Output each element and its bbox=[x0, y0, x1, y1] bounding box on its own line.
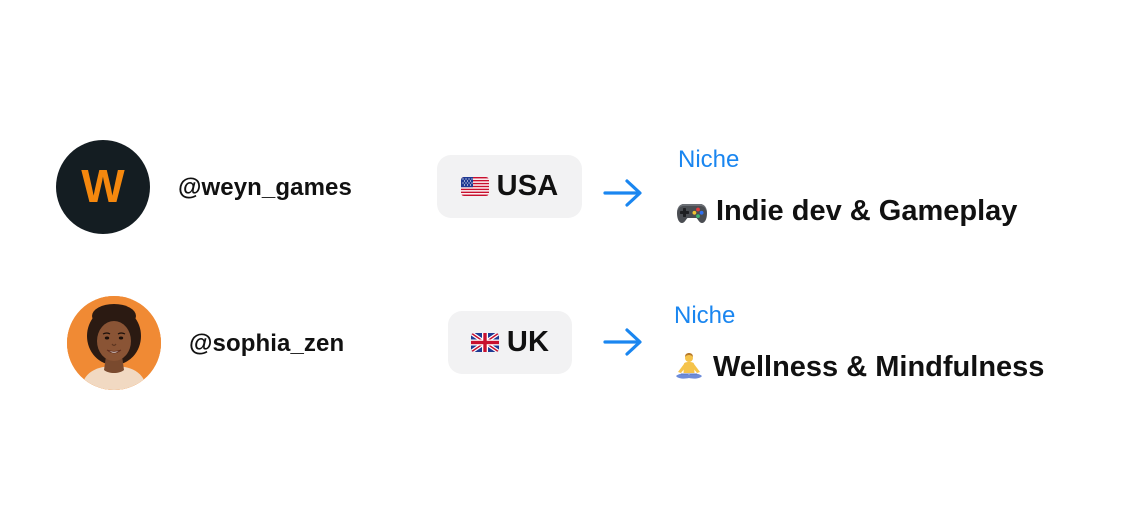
us-flag-icon bbox=[460, 177, 489, 196]
niche-value: Indie dev & Gameplay bbox=[676, 195, 1017, 228]
meditation-icon bbox=[673, 352, 705, 384]
arrow-right-icon bbox=[603, 328, 642, 356]
avatar bbox=[67, 296, 161, 390]
niche-text: Wellness & Mindfulness bbox=[713, 351, 1045, 383]
profile-photo-icon bbox=[67, 296, 161, 390]
weyn-logo-icon: W bbox=[81, 160, 125, 212]
country-code: UK bbox=[506, 326, 550, 358]
account-row: W @weyn_games bbox=[0, 138, 1134, 248]
niche-label: Niche bbox=[678, 146, 740, 173]
arrow-right-icon bbox=[603, 179, 642, 207]
niche-text: Indie dev & Gameplay bbox=[716, 195, 1018, 227]
niche-label: Niche bbox=[674, 302, 736, 329]
country-badge: USA bbox=[437, 155, 582, 218]
account-handle: @weyn_games bbox=[178, 174, 352, 201]
game-controller-icon bbox=[676, 196, 708, 228]
avatar: W bbox=[56, 140, 150, 234]
uk-flag-icon bbox=[470, 333, 499, 352]
svg-text:W: W bbox=[81, 160, 125, 212]
account-row: @sophia_zen UK Niche bbox=[0, 292, 1134, 402]
niche-value: Wellness & Mindfulness bbox=[673, 351, 1044, 384]
country-badge: UK bbox=[448, 311, 572, 374]
account-handle: @sophia_zen bbox=[189, 330, 345, 357]
country-code: USA bbox=[496, 170, 559, 202]
